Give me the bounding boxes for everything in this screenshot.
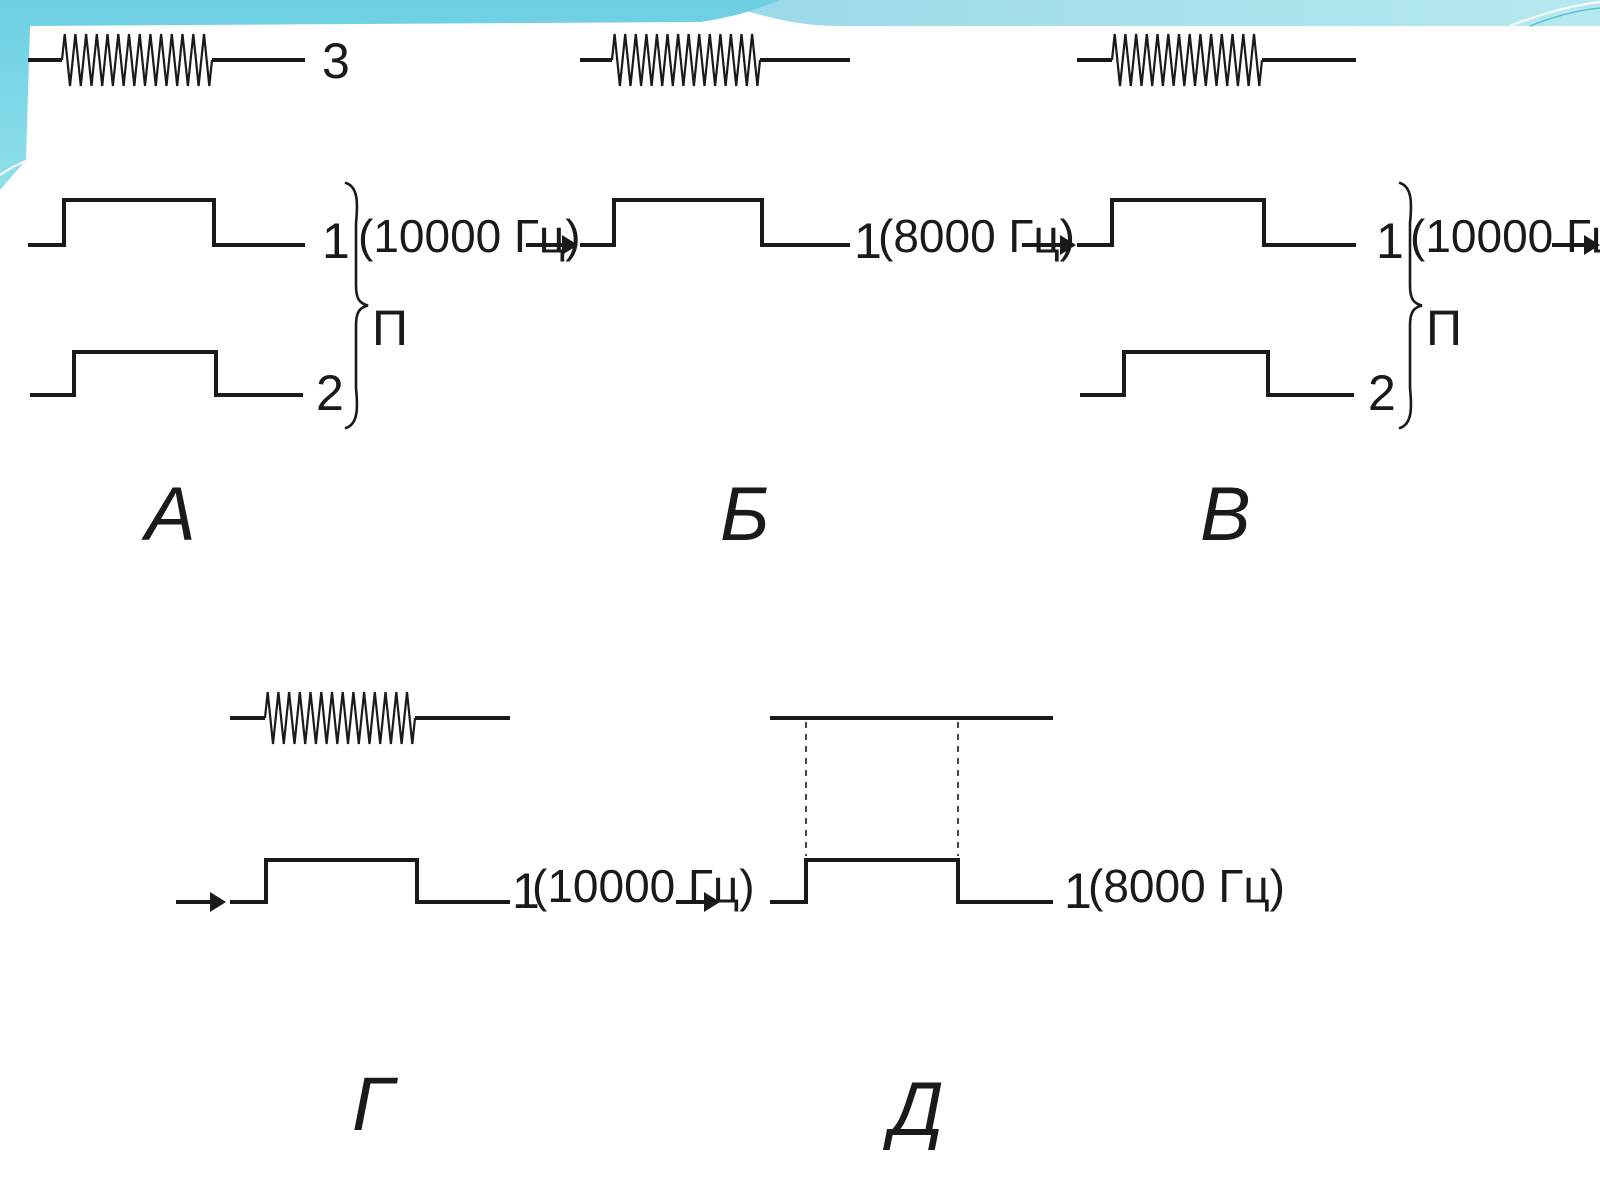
panel-b-trace1-pulse: [580, 198, 850, 247]
panel-d-caption: Д: [882, 1067, 944, 1152]
banner-swoosh-right: [1509, 1, 1600, 27]
panel-d-frequency: (8000 Гц): [1088, 860, 1285, 912]
banner-swoosh: [0, 159, 29, 176]
panel-a-frequency: (10000 Гц): [358, 210, 581, 262]
banner-swoosh-right-2: [1529, 7, 1600, 27]
panel-g-trace1-label: 1: [512, 863, 540, 919]
panel-v-trace2-label: 2: [1368, 365, 1396, 421]
panel-v-brace: [1398, 181, 1423, 430]
panel-v-trace1-pulse: [1077, 198, 1356, 247]
panel-b-caption: Б: [720, 472, 769, 557]
panel-g-trace3-burst: [263, 691, 417, 745]
panel-v-output-arrow-head: [1584, 235, 1600, 255]
panel-a-trace1-pulse: [28, 198, 305, 247]
panel-b-input-arrow-head: [562, 235, 578, 255]
panel-a-trace1-label: 1: [322, 213, 350, 269]
panel-g-input-arrow-head: [210, 892, 226, 912]
panel-b-trace3-burst: [610, 33, 762, 87]
panel-d-trace1-pulse: [770, 858, 1053, 904]
banner-side: [0, 0, 780, 190]
panel-a-brace: [344, 181, 369, 430]
panel-b-trace1-label: 1: [854, 213, 882, 269]
panel-v-input-arrow-head: [1060, 235, 1076, 255]
panel-g-frequency: (10000 Гц): [532, 860, 755, 912]
panel-v-brace-label: П: [1426, 300, 1462, 356]
panel-v-trace3-burst: [1110, 33, 1264, 87]
panel-a-trace3-burst: [60, 33, 214, 87]
panel-a-trace2-label: 2: [316, 365, 344, 421]
panel-g-caption: Г: [352, 1062, 399, 1147]
panel-a-trace2-pulse: [30, 350, 303, 397]
panel-b-frequency: (8000 Гц): [878, 210, 1075, 262]
panel-a-trace3-label: 3: [322, 33, 350, 89]
panel-v-caption: В: [1200, 472, 1251, 557]
traces-layer: [28, 33, 1600, 912]
panel-d-trace1-label: 1: [1064, 863, 1092, 919]
panel-v-frequency: (10000 Гц): [1410, 210, 1600, 262]
panel-g-trace1-pulse: [230, 858, 510, 904]
panel-a-caption: А: [141, 472, 196, 557]
banner-strip: [0, 0, 1600, 26]
panel-a-brace-label: П: [372, 300, 408, 356]
panel-g-output-arrow-head: [704, 892, 720, 912]
panel-v-trace2-pulse: [1080, 350, 1354, 397]
panel-v-trace1-label: 1: [1376, 213, 1404, 269]
header-banner: [0, 0, 1600, 190]
